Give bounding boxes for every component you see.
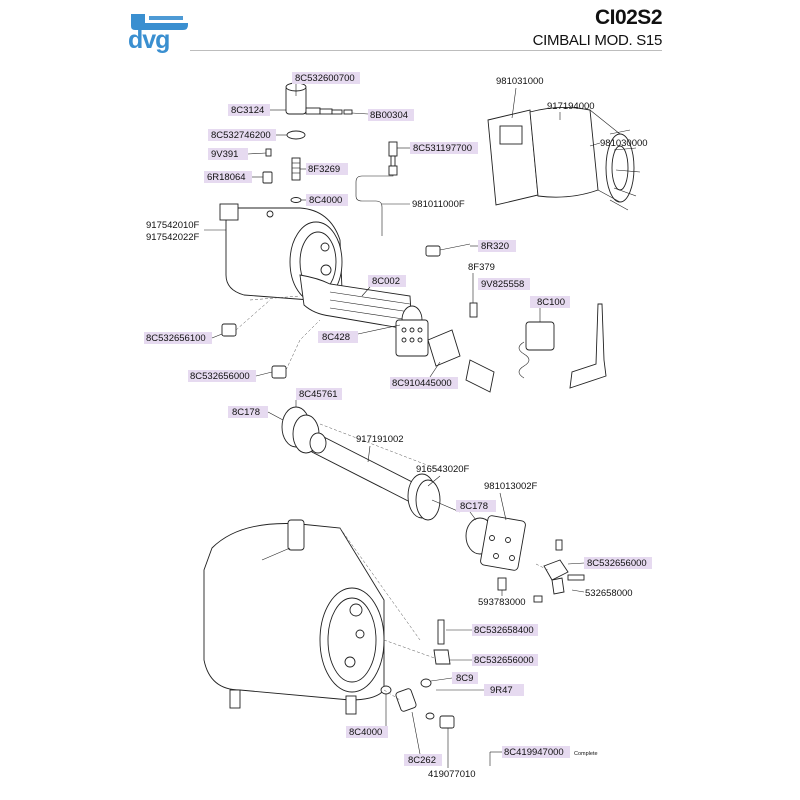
- element-holder-drawing: [487, 107, 641, 211]
- label-9V391: 9V391: [211, 149, 238, 160]
- boiler-head-drawing: [219, 203, 607, 393]
- label-8R320: 8R320: [481, 241, 509, 252]
- boiler-body-drawing: [203, 519, 441, 715]
- label-8C531197700: 8C531197700: [413, 143, 472, 154]
- label-981013002F: 981013002F: [484, 481, 538, 492]
- label-8C262: 8C262: [408, 755, 436, 766]
- label-8C532656100: 8C532656100: [146, 333, 206, 344]
- label-8F3269: 8F3269: [308, 164, 340, 175]
- header-rule: [190, 50, 662, 51]
- label-8F379: 8F379: [468, 262, 495, 273]
- brand-logo-text: dvg: [128, 26, 170, 54]
- diagram-code: CI02S2: [594, 6, 663, 29]
- bottom-fittings-drawing: [380, 619, 455, 729]
- label-8C532658400: 8C532658400: [474, 625, 534, 636]
- label-8C532746200: 8C532746200: [211, 130, 271, 141]
- label-8C178-left: 8C178: [232, 407, 260, 418]
- label-917191002: 917191002: [356, 434, 404, 445]
- label-917542010F: 917542010F: [146, 220, 200, 231]
- label-8C910445000: 8C910445000: [392, 378, 452, 389]
- label-8B00304: 8B00304: [370, 110, 408, 121]
- label-8C002: 8C002: [372, 276, 400, 287]
- part-labels: 8C532600700 8C3124 8B00304 8C532746200 9…: [144, 72, 652, 780]
- label-8C45761: 8C45761: [299, 389, 338, 400]
- label-8C4000-bottom: 8C4000: [349, 727, 382, 738]
- label-8C100: 8C100: [537, 297, 565, 308]
- label-917542022F: 917542022F: [146, 232, 200, 243]
- label-593783000: 593783000: [478, 597, 526, 608]
- label-8C419947000: 8C419947000: [504, 747, 564, 758]
- label-981031000: 981031000: [496, 76, 544, 87]
- label-981030000: 981030000: [600, 138, 648, 149]
- top-fittings-drawing: [262, 82, 398, 236]
- label-981011000F: 981011000F: [412, 199, 465, 210]
- label-419077010: 419077010: [428, 769, 476, 780]
- label-8C532656000-bottom: 8C532656000: [474, 655, 534, 666]
- label-8C532656000-top: 8C532656000: [190, 371, 250, 382]
- label-8C532656000-right: 8C532656000: [587, 558, 647, 569]
- label-532658000: 532658000: [585, 588, 633, 599]
- label-9R47: 9R47: [490, 685, 513, 696]
- label-8C9: 8C9: [456, 673, 473, 684]
- label-9V825558: 9V825558: [481, 279, 524, 290]
- label-916543020F: 916543020F: [416, 464, 470, 475]
- label-6R18064: 6R18064: [207, 172, 246, 183]
- machine-model: CIMBALI MOD. S15: [532, 32, 663, 49]
- label-8C178-right: 8C178: [460, 501, 488, 512]
- dvg-logo-icon: [131, 14, 188, 30]
- label-8C532600700: 8C532600700: [295, 73, 355, 84]
- label-complete-note: Complete: [574, 751, 598, 757]
- label-8C3124: 8C3124: [231, 105, 264, 116]
- label-8C4000-top: 8C4000: [309, 195, 342, 206]
- label-917194000: 917194000: [547, 101, 595, 112]
- label-8C428: 8C428: [322, 332, 350, 343]
